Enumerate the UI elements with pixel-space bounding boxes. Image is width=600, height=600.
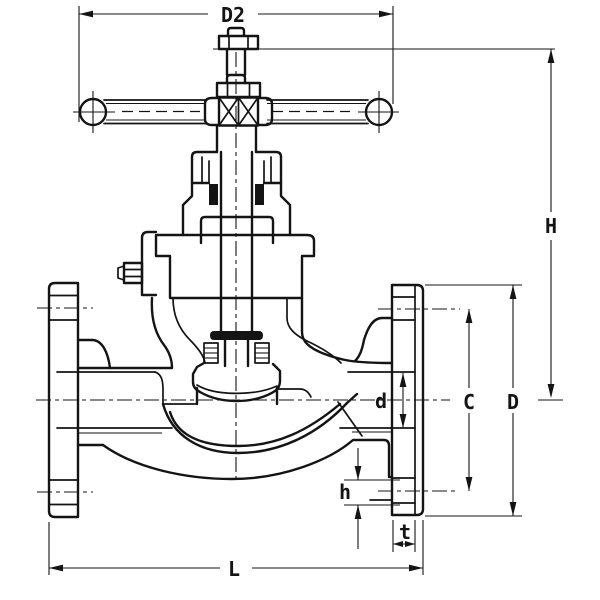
dim-H: H (213, 48, 563, 401)
dim-label-D: D (507, 390, 519, 414)
seat-right (276, 388, 312, 398)
dim-label-t: t (399, 520, 411, 544)
gland (190, 150, 283, 205)
hub-right-lobe (256, 96, 274, 127)
dim-label-H: H (545, 214, 557, 238)
dim-label-L: L (228, 557, 240, 581)
stem-collar (210, 331, 263, 340)
dim-L: L (48, 520, 424, 581)
disc-assembly (162, 331, 312, 406)
dim-label-C: C (463, 390, 475, 414)
hub-cross-box (217, 96, 260, 127)
dim-h: h (339, 448, 400, 549)
hub-left-lobe (203, 96, 221, 127)
handwheel-nut (215, 73, 262, 99)
dim-label-D2: D2 (221, 3, 245, 27)
handwheel (73, 91, 399, 133)
dim-D: D (425, 284, 522, 517)
body-bowl (101, 438, 394, 481)
disc (191, 361, 282, 403)
left-flange (47, 281, 80, 519)
bonnet-bolt (117, 261, 144, 285)
packing-right (255, 184, 264, 205)
valve-stem (215, 124, 258, 335)
partition-outer (161, 392, 359, 455)
dim-C: C (463, 309, 475, 491)
dim-t: t (392, 520, 416, 552)
packing-left (209, 184, 218, 205)
stuffing-box (199, 215, 275, 245)
dim-label-h: h (339, 480, 351, 504)
bonnet-flange (154, 233, 316, 300)
dim-d: d (375, 373, 407, 428)
dim-D2: D2 (78, 3, 394, 122)
bonnet-side-plate (140, 230, 158, 297)
centerlines (36, 52, 460, 493)
right-flange (390, 283, 425, 517)
dim-label-d: d (375, 389, 387, 413)
partition-inner (168, 402, 342, 448)
valve-body (56, 296, 416, 501)
stem-top-nut (217, 26, 260, 51)
